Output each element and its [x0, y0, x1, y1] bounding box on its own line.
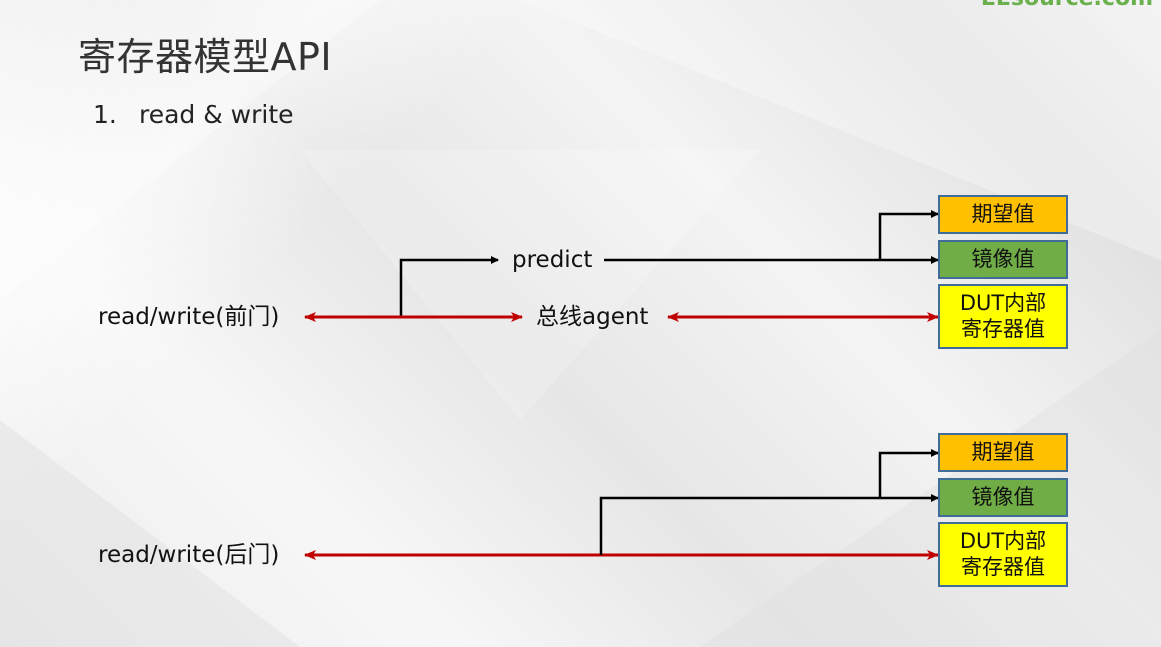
list-number: 1.	[93, 100, 117, 129]
front-predict-branch-arrow	[399, 256, 499, 317]
front-mirror-value-text: 镜像值	[971, 246, 1035, 271]
slide-title: 寄存器模型API	[78, 35, 333, 79]
back-dut-register-box: DUT内部 寄存器值	[938, 522, 1068, 587]
bus-agent-label: 总线agent	[536, 304, 649, 330]
back-expected-value-text: 期望值	[971, 439, 1035, 464]
back-dut-line2: 寄存器值	[961, 554, 1045, 579]
back-mirror-to-expected-arrow	[878, 449, 939, 498]
back-mirror-value-text: 镜像值	[971, 484, 1035, 509]
back-dut-line1: DUT内部	[959, 529, 1047, 554]
list-text: read & write	[139, 100, 294, 129]
back-door-label: read/write(后门)	[98, 542, 280, 568]
front-expected-value-box: 期望值	[938, 195, 1068, 234]
front-dut-register-box: DUT内部 寄存器值	[938, 284, 1068, 349]
brand-logo: EEsource.com	[981, 0, 1153, 11]
back-branch-to-mirror-arrow	[599, 494, 939, 555]
back-mirror-value-box: 镜像值	[938, 478, 1068, 517]
front-mirror-to-expected-arrow	[878, 210, 939, 260]
back-expected-value-box: 期望值	[938, 433, 1068, 472]
front-expected-value-text: 期望值	[971, 201, 1035, 226]
front-dut-line1: DUT内部	[959, 291, 1047, 316]
front-mirror-value-box: 镜像值	[938, 240, 1068, 279]
front-dut-line2: 寄存器值	[961, 316, 1045, 341]
front-door-label: read/write(前门)	[98, 304, 280, 330]
predict-label: predict	[512, 247, 593, 273]
list-item-read-write: 1. read & write	[93, 100, 294, 129]
